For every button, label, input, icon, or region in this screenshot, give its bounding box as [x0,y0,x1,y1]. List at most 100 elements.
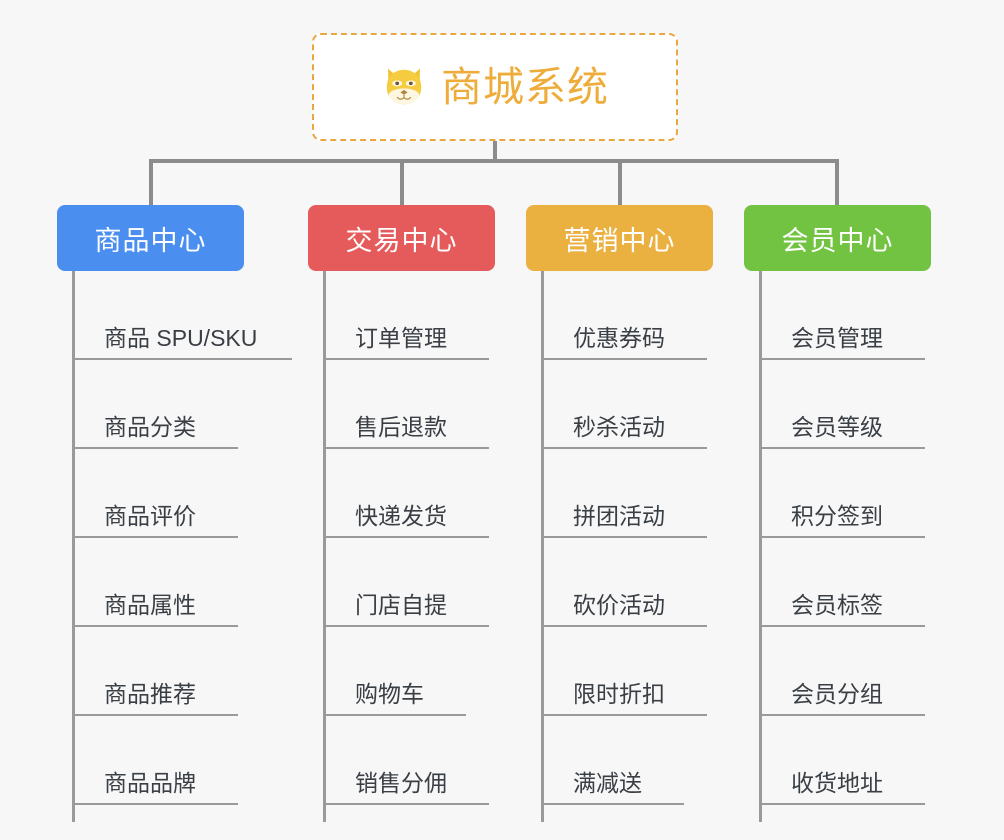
leaf-label: 快递发货 [355,503,447,529]
leaf-underline [759,714,925,716]
leaf-item[interactable]: 积分签到 [759,449,934,538]
leaf-list-marketing: 优惠券码 秒杀活动 拼团活动 砍价活动 限时折扣 满减送 [526,271,716,822]
leaf-underline [759,358,925,360]
leaf-list-product: 商品 SPU/SKU 商品分类 商品评价 商品属性 商品推荐 商品品牌 [57,271,292,822]
leaf-item[interactable]: 快递发货 [323,449,508,538]
leaf-underline [72,714,238,716]
leaf-label: 商品推荐 [104,681,196,707]
leaf-label: 会员管理 [791,325,883,351]
branch-column-member: 会员中心 会员管理 会员等级 积分签到 会员标签 会员分组 [744,205,934,822]
leaf-trunk-marketing [541,271,544,822]
leaf-underline [541,447,707,449]
leaf-underline [541,536,707,538]
leaf-label: 商品属性 [104,592,196,618]
leaf-underline [541,714,707,716]
leaf-label: 积分签到 [791,503,883,529]
leaf-item[interactable]: 优惠券码 [541,271,716,360]
branch-header-trade[interactable]: 交易中心 [308,205,495,271]
leaf-item[interactable]: 购物车 [323,627,508,716]
leaf-label: 商品品牌 [104,770,196,796]
leaf-underline [72,358,292,360]
leaf-item[interactable]: 门店自提 [323,538,508,627]
leaf-label: 秒杀活动 [573,414,665,440]
leaf-item[interactable]: 售后退款 [323,360,508,449]
leaf-item[interactable]: 商品 SPU/SKU [72,271,292,360]
leaf-underline [759,625,925,627]
leaf-item[interactable]: 商品推荐 [72,627,257,716]
leaf-label: 售后退款 [355,414,447,440]
branch-header-marketing[interactable]: 营销中心 [526,205,713,271]
leaf-underline [759,447,925,449]
leaf-trunk-product [72,271,75,822]
leaf-label: 砍价活动 [573,592,665,618]
leaf-label: 商品 SPU/SKU [104,325,258,351]
leaf-underline [759,803,925,805]
leaf-item[interactable]: 收货地址 [759,716,934,805]
leaf-trunk-trade [323,271,326,822]
leaf-underline [759,536,925,538]
leaf-item[interactable]: 会员分组 [759,627,934,716]
leaf-item[interactable]: 限时折扣 [541,627,716,716]
leaf-label: 购物车 [355,681,424,707]
leaf-underline [72,536,238,538]
connector-drop-branch-2 [400,159,404,207]
root-title: 商城系统 [441,63,609,110]
leaf-item[interactable]: 销售分佣 [323,716,508,805]
leaf-label: 商品分类 [104,414,196,440]
leaf-item[interactable]: 秒杀活动 [541,360,716,449]
leaf-underline [72,803,238,805]
leaf-underline [323,803,489,805]
leaf-underline [323,447,489,449]
leaf-underline [323,714,466,716]
leaf-underline [72,447,238,449]
leaf-label: 限时折扣 [573,681,665,707]
leaf-label: 销售分佣 [355,770,447,796]
branch-column-marketing: 营销中心 优惠券码 秒杀活动 拼团活动 砍价活动 限时折扣 [526,205,716,822]
leaf-underline [323,625,489,627]
branch-header-label: 会员中心 [781,225,894,256]
leaf-label: 订单管理 [355,325,447,351]
shiba-dog-face-icon [386,68,422,105]
branch-header-label: 商品中心 [94,225,207,256]
leaf-item[interactable]: 商品品牌 [72,716,257,805]
leaf-item[interactable]: 会员标签 [759,538,934,627]
connector-drop-branch-1 [149,159,153,207]
leaf-underline [541,358,707,360]
leaf-underline [72,625,238,627]
leaf-item[interactable]: 砍价活动 [541,538,716,627]
leaf-underline [323,536,489,538]
leaf-item[interactable]: 商品属性 [72,538,257,627]
leaf-item[interactable]: 商品分类 [72,360,257,449]
root-node[interactable]: 商城系统 [312,33,678,141]
leaf-list-trade: 订单管理 售后退款 快递发货 门店自提 购物车 销售分佣 [308,271,508,822]
branch-header-label: 营销中心 [563,225,676,256]
leaf-item[interactable]: 拼团活动 [541,449,716,538]
leaf-label: 满减送 [573,770,642,796]
leaf-label: 会员标签 [791,592,883,618]
branch-header-product[interactable]: 商品中心 [57,205,244,271]
leaf-item[interactable]: 会员等级 [759,360,934,449]
leaf-item[interactable]: 商品评价 [72,449,257,538]
leaf-underline [323,358,489,360]
leaf-item[interactable]: 满减送 [541,716,716,805]
branch-header-label: 交易中心 [345,225,458,256]
branch-header-member[interactable]: 会员中心 [744,205,931,271]
leaf-underline [541,625,707,627]
leaf-list-member: 会员管理 会员等级 积分签到 会员标签 会员分组 收货地址 [744,271,934,822]
branch-column-product: 商品中心 商品 SPU/SKU 商品分类 商品评价 商品属性 商品推荐 [57,205,292,822]
connector-root-stem [493,141,497,163]
leaf-item[interactable]: 订单管理 [323,271,508,360]
leaf-label: 会员分组 [791,681,883,707]
leaf-label: 收货地址 [791,770,883,796]
leaf-label: 会员等级 [791,414,883,440]
leaf-label: 优惠券码 [573,325,665,351]
connector-horizontal-bus [149,159,839,163]
connector-drop-branch-3 [618,159,622,207]
branch-column-trade: 交易中心 订单管理 售后退款 快递发货 门店自提 购物车 [308,205,508,822]
leaf-underline [541,803,684,805]
connector-drop-branch-4 [835,159,839,207]
leaf-label: 门店自提 [355,592,447,618]
leaf-item[interactable]: 会员管理 [759,271,934,360]
leaf-label: 商品评价 [104,503,196,529]
